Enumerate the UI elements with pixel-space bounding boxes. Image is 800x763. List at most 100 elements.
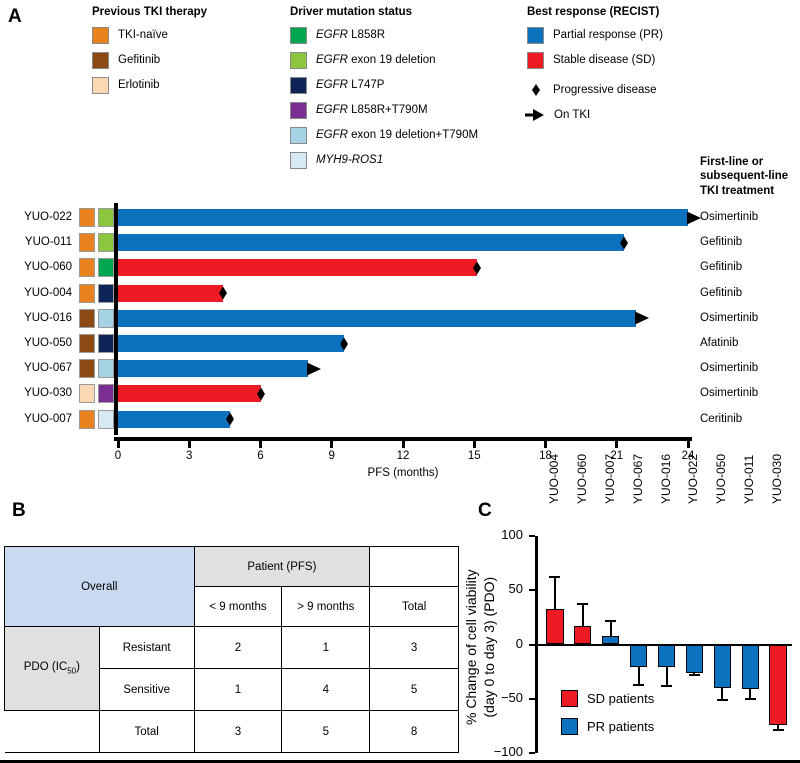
x-axis-tick: [686, 440, 690, 448]
legend-item-label: EGFR L747P: [316, 79, 385, 92]
x-axis-tick-label: 3: [186, 449, 193, 462]
c-category-label: YUO-007: [602, 453, 617, 504]
x-axis-line: [114, 436, 692, 441]
table-column-header: Total: [369, 586, 459, 627]
c-category-label: YUO-004: [546, 453, 561, 504]
legend-marker-label: Progressive disease: [553, 83, 657, 96]
color-swatch-icon: [561, 718, 578, 735]
arrow-right-icon: [525, 108, 545, 122]
c-category-label: YUO-030: [770, 453, 785, 504]
c-category-label: YUO-011: [742, 454, 757, 504]
driver-mutation-chip: [98, 308, 114, 328]
c-category-label: YUO-067: [630, 453, 645, 504]
patient-row-label: YUO-016: [24, 311, 72, 324]
legend-item-label: Erlotinib: [118, 79, 160, 92]
c-y-axis-title-line2: (day 0 to day 3) (PDO): [481, 576, 497, 718]
c-y-axis-tick: [529, 752, 535, 754]
prev-tki-chip: [79, 334, 95, 353]
on-tki-arrow-icon: [634, 310, 650, 331]
pfs-bar: [118, 284, 223, 302]
c-error-bar: [553, 577, 556, 609]
patient-row-label: YUO-022: [24, 211, 72, 223]
color-swatch-icon: [527, 27, 544, 44]
c-bar: [602, 635, 620, 645]
driver-mutation-chip: [98, 208, 114, 227]
c-error-bar: [609, 620, 612, 636]
legend-item-driver-mutation: MYH9-ROS1: [290, 152, 478, 169]
legend-item-prev-tki: TKI-naïve: [92, 27, 207, 44]
c-y-axis-tick-label: −100: [493, 744, 523, 759]
progressive-disease-diamond-icon: [617, 236, 631, 255]
progressive-disease-diamond-icon: [337, 337, 351, 356]
c-error-bar: [665, 667, 668, 686]
patient-row-label: YUO-050: [24, 337, 72, 349]
prev-tki-chip: [79, 384, 95, 404]
legend-item-label: Partial response (PR): [553, 29, 663, 42]
driver-mutation-chip: [98, 334, 114, 353]
prev-tki-chip: [79, 359, 95, 379]
diamond-icon: [527, 83, 544, 97]
color-swatch-icon: [290, 52, 307, 69]
c-legend-item: SD patients: [561, 690, 654, 707]
x-axis-tick: [401, 440, 405, 448]
c-error-bar-cap: [577, 603, 589, 606]
driver-mutation-chip: [98, 233, 114, 253]
prev-tki-chip: [79, 409, 95, 429]
table-header-patient-pfs: Patient (PFS): [193, 546, 371, 587]
tki-treatment-label: Osimertinib: [700, 362, 759, 375]
x-axis-tick-label: 21: [610, 449, 624, 462]
legend-item-label: EGFR L858R: [316, 29, 386, 42]
x-axis-tick-label: 15: [467, 449, 481, 462]
patient-row-label: YUO-060: [24, 261, 72, 274]
table-cell-blank: [4, 710, 100, 753]
table-cell-value: 3: [193, 710, 283, 753]
patient-row-label: YUO-011: [24, 236, 72, 249]
c-y-axis-tick-label: 50: [508, 581, 523, 597]
table-row-label: Sensitive: [98, 668, 195, 711]
table-cell-blank: [369, 546, 459, 587]
c-legend-label: PR patients: [587, 719, 655, 734]
legend-item-label: TKI-naïve: [118, 29, 168, 42]
c-y-axis-title-line1: % Change of cell viability: [462, 568, 479, 725]
c-error-bar-cap: [772, 729, 784, 732]
c-bar: [769, 644, 787, 725]
legend-best-response: Best response (RECIST) Partial response …: [525, 6, 663, 133]
x-axis-tick-label: 9: [328, 449, 335, 462]
legend-item-label: Gefitinib: [118, 54, 161, 67]
c-y-axis-title: % Change of cell viability(day 0 to day …: [462, 542, 498, 752]
driver-mutation-chip: [98, 409, 114, 429]
c-y-axis-tick: [529, 589, 535, 592]
tki-treatment-label: Osimertinib: [700, 311, 759, 324]
x-axis-tick-label: 12: [396, 449, 410, 462]
c-error-bar: [749, 688, 752, 699]
prev-tki-chip: [79, 258, 95, 278]
table-row-label: Resistant: [98, 626, 195, 669]
c-error-bar: [693, 672, 696, 675]
c-bar: [685, 644, 704, 673]
x-axis-tick-label: 6: [257, 449, 264, 462]
legend-item-driver-mutation: EGFR L858R: [290, 27, 478, 44]
table-cell-value: 5: [369, 668, 459, 711]
progressive-disease-diamond-icon: [216, 286, 230, 305]
x-axis-tick: [615, 440, 619, 448]
prev-tki-chip: [79, 233, 95, 253]
pfs-bar: [118, 335, 344, 352]
prev-tki-chip: [79, 208, 95, 227]
c-error-bar-cap: [688, 673, 700, 676]
table-column-header: < 9 months: [193, 586, 283, 627]
pfs-bar: [118, 234, 624, 252]
pfs-bar: [118, 360, 308, 378]
c-error-bar: [777, 724, 780, 731]
prev-tki-chip: [79, 308, 95, 328]
c-legend-label: SD patients: [587, 691, 655, 706]
c-bar: [713, 644, 731, 688]
c-error-bar-cap: [744, 697, 756, 700]
panel-label-a: A: [8, 6, 22, 27]
color-swatch-icon: [527, 52, 544, 69]
